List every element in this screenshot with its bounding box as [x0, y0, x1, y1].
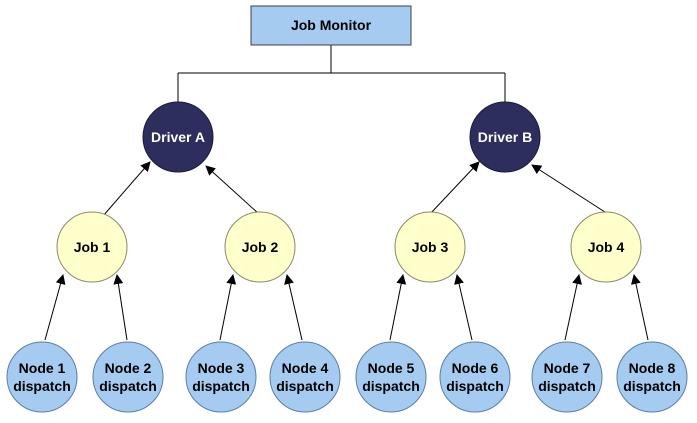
arrow-job3-driverB [429, 161, 480, 215]
arrow-job2-driverA [205, 165, 260, 215]
driver-node-b: Driver B [469, 101, 541, 173]
dispatch-6-line1: Node 6 [452, 360, 499, 376]
job-node-1: Job 1 [56, 211, 128, 283]
arrow-node7-job4 [564, 274, 582, 341]
driver-a-label: Driver A [151, 129, 205, 145]
dispatch-8-line1: Node 8 [629, 360, 676, 376]
dispatch-4-line1: Node 4 [282, 360, 329, 376]
job-node-3: Job 3 [394, 211, 466, 283]
monitor-connector [177, 45, 506, 107]
job-to-driver-arrows [102, 161, 609, 217]
dispatch-1-line1: Node 1 [19, 360, 66, 376]
job-node-4: Job 4 [570, 211, 642, 283]
dispatch-5-line1: Node 5 [368, 360, 415, 376]
arrow-node8-job4 [631, 274, 649, 341]
arrow-job4-driverB [531, 164, 609, 215]
dispatch-5-line2: dispatch [362, 378, 420, 394]
arrow-node5-job3 [389, 274, 407, 341]
arrow-node1-job1 [44, 274, 66, 341]
arrow-job1-driverA [102, 161, 151, 217]
dispatch-2-line2: dispatch [99, 378, 157, 394]
dispatch-to-job-arrows [44, 274, 649, 341]
driver-node-a: Driver A [142, 101, 214, 173]
dispatch-node-5: Node 5 dispatch [355, 341, 427, 413]
dispatch-7-line2: dispatch [538, 378, 596, 394]
dispatch-node-3: Node 3 dispatch [185, 341, 257, 413]
dispatch-3-line2: dispatch [192, 378, 250, 394]
dispatch-2-line1: Node 2 [105, 360, 152, 376]
job-2-label: Job 2 [242, 239, 279, 255]
job-monitor-label: Job Monitor [291, 17, 372, 33]
dispatch-node-4: Node 4 dispatch [269, 341, 341, 413]
arrow-node6-job3 [454, 274, 473, 341]
dispatch-4-line2: dispatch [276, 378, 334, 394]
dispatch-node-6: Node 6 dispatch [439, 341, 511, 413]
dispatch-node-2: Node 2 dispatch [92, 341, 164, 413]
arrow-node2-job2 [113, 274, 128, 341]
job-node-2: Job 2 [224, 211, 296, 283]
driver-b-label: Driver B [478, 129, 532, 145]
dispatch-node-1: Node 1 dispatch [6, 341, 78, 413]
arrow-node4-job2 [284, 274, 303, 341]
dispatch-node-7: Node 7 dispatch [531, 341, 603, 413]
dispatch-node-8: Node 8 dispatch [616, 341, 688, 413]
arrow-node3-job2 [219, 274, 237, 341]
job-4-label: Job 4 [588, 239, 625, 255]
job-monitor-box: Job Monitor [250, 5, 412, 46]
dispatch-7-line1: Node 7 [544, 360, 591, 376]
dispatch-1-line2: dispatch [13, 378, 71, 394]
job-3-label: Job 3 [412, 239, 449, 255]
dispatch-6-line2: dispatch [446, 378, 504, 394]
dispatch-3-line1: Node 3 [198, 360, 245, 376]
job-1-label: Job 1 [74, 239, 111, 255]
dispatch-8-line2: dispatch [623, 378, 681, 394]
